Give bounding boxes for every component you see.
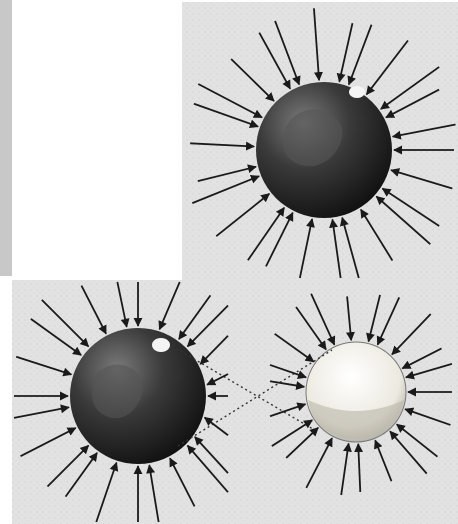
bottom-panel: [12, 280, 458, 524]
bottom-left-globe-highlight: [152, 338, 170, 352]
top-right-panel: [182, 2, 458, 280]
top-globe-highlight: [349, 86, 365, 98]
side-gray-bar: [0, 0, 12, 276]
